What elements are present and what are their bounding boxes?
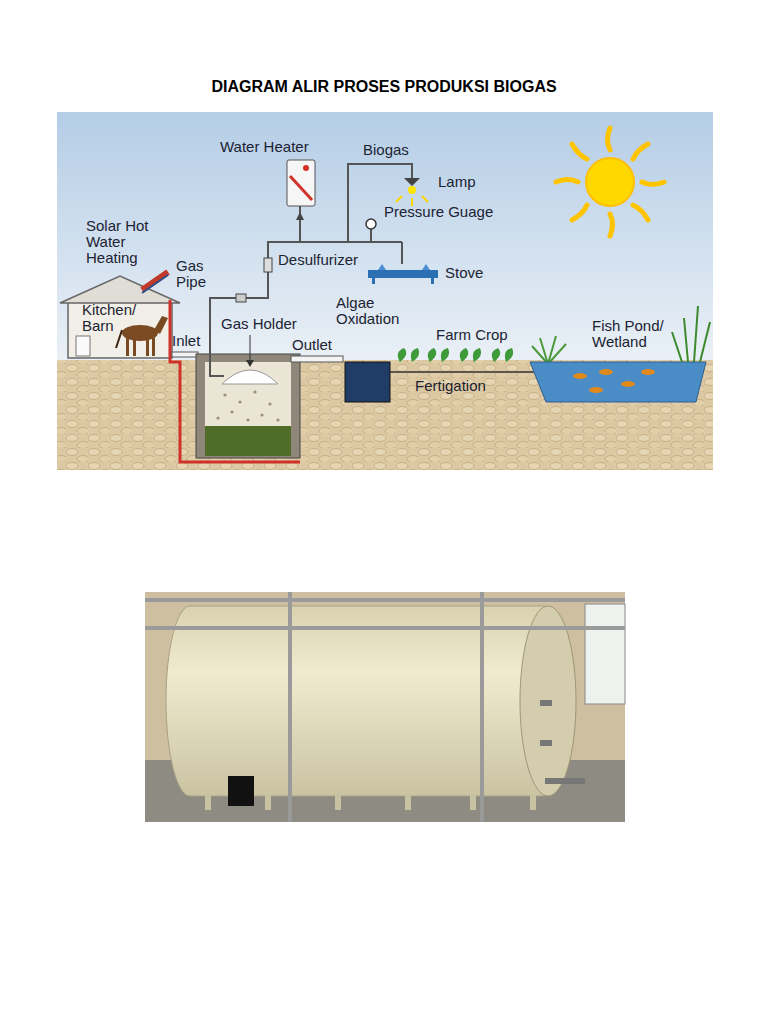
bucket (228, 776, 254, 806)
part-label: Outlet (292, 337, 332, 353)
part-label: Desulfurizer (278, 252, 358, 268)
part-label: Gas Pipe (176, 258, 208, 290)
tank-legs (205, 794, 536, 810)
desulfurizer (264, 258, 272, 272)
inlet-pipe (172, 352, 198, 357)
reeds (672, 306, 710, 362)
stove-pipe (401, 242, 403, 264)
house-roof (60, 276, 180, 303)
algae-pond (345, 362, 390, 402)
part-label: Fertigation (415, 378, 486, 394)
part-label: Lamp (438, 174, 476, 190)
horse-leg (126, 338, 129, 356)
hot-water-pipe (170, 300, 300, 462)
lamp (396, 178, 428, 206)
flow-arrow (296, 212, 304, 220)
valve (236, 294, 246, 302)
slurry (205, 426, 291, 456)
leader-line (250, 335, 251, 362)
part-label: Fish Pond/ Wetland (592, 318, 678, 350)
part-label: Inlet (172, 333, 200, 349)
gauge-stem (370, 229, 372, 242)
title: DIAGRAM ALIR PROSES PRODUKSI BIOGAS (0, 78, 768, 96)
part-label: Gas Holder (221, 316, 297, 332)
horse-leg (133, 338, 136, 356)
part-label: Solar Hot Water Heating (86, 218, 160, 266)
horse-leg (146, 338, 149, 356)
digester-dots (216, 390, 279, 421)
part-label: Algae Oxidation (336, 295, 416, 327)
tank-end (520, 606, 576, 796)
crops (398, 348, 513, 362)
crop (428, 348, 449, 362)
part-label: Water Heater (220, 139, 309, 155)
horse-tail (116, 330, 122, 348)
heater-light (303, 165, 309, 171)
pressure-gauge (366, 219, 376, 229)
house-wall (68, 300, 172, 358)
part-label: Biogas (363, 142, 409, 158)
solar-panel (142, 272, 168, 290)
sun (556, 128, 664, 236)
fertigation-line (390, 371, 534, 373)
toilet (76, 336, 90, 356)
digester-wall (196, 354, 300, 458)
photo-wall (145, 592, 625, 822)
part-label: Kitchen/ Barn (82, 302, 146, 334)
lamp-bulb (408, 186, 416, 194)
pipe-frame (145, 592, 625, 822)
heater-mark (290, 176, 312, 200)
crop (398, 348, 419, 362)
part-label: Farm Crop (436, 327, 508, 343)
outlet-pipe (291, 356, 343, 362)
crop (492, 348, 513, 362)
photo-window (585, 604, 625, 704)
horse-head (154, 316, 168, 334)
stove-flame (378, 264, 430, 270)
horse (116, 316, 168, 356)
fern (532, 336, 566, 364)
stove-body (368, 270, 438, 278)
heater-pipe (299, 206, 301, 242)
lamp-pipe (348, 164, 412, 242)
part-label: Pressure Guage (384, 204, 493, 220)
stove (368, 264, 438, 284)
leader-head (246, 360, 254, 367)
fish (573, 369, 655, 393)
ground (57, 360, 713, 470)
tank-body (166, 606, 545, 796)
lamp-shade (404, 178, 420, 186)
tank-valves (540, 700, 585, 784)
water-heater (287, 160, 315, 206)
sun-disc (586, 158, 634, 206)
fish-pond (530, 362, 706, 402)
horse-leg (152, 338, 155, 356)
stove-leg (372, 278, 375, 284)
sun-rays (556, 128, 664, 236)
stove-leg (431, 278, 434, 284)
crop (460, 348, 481, 362)
sky (57, 112, 713, 362)
solar-panel-edge (142, 275, 168, 293)
part-label: Stove (445, 265, 483, 281)
gas-holder-dome (222, 370, 278, 384)
